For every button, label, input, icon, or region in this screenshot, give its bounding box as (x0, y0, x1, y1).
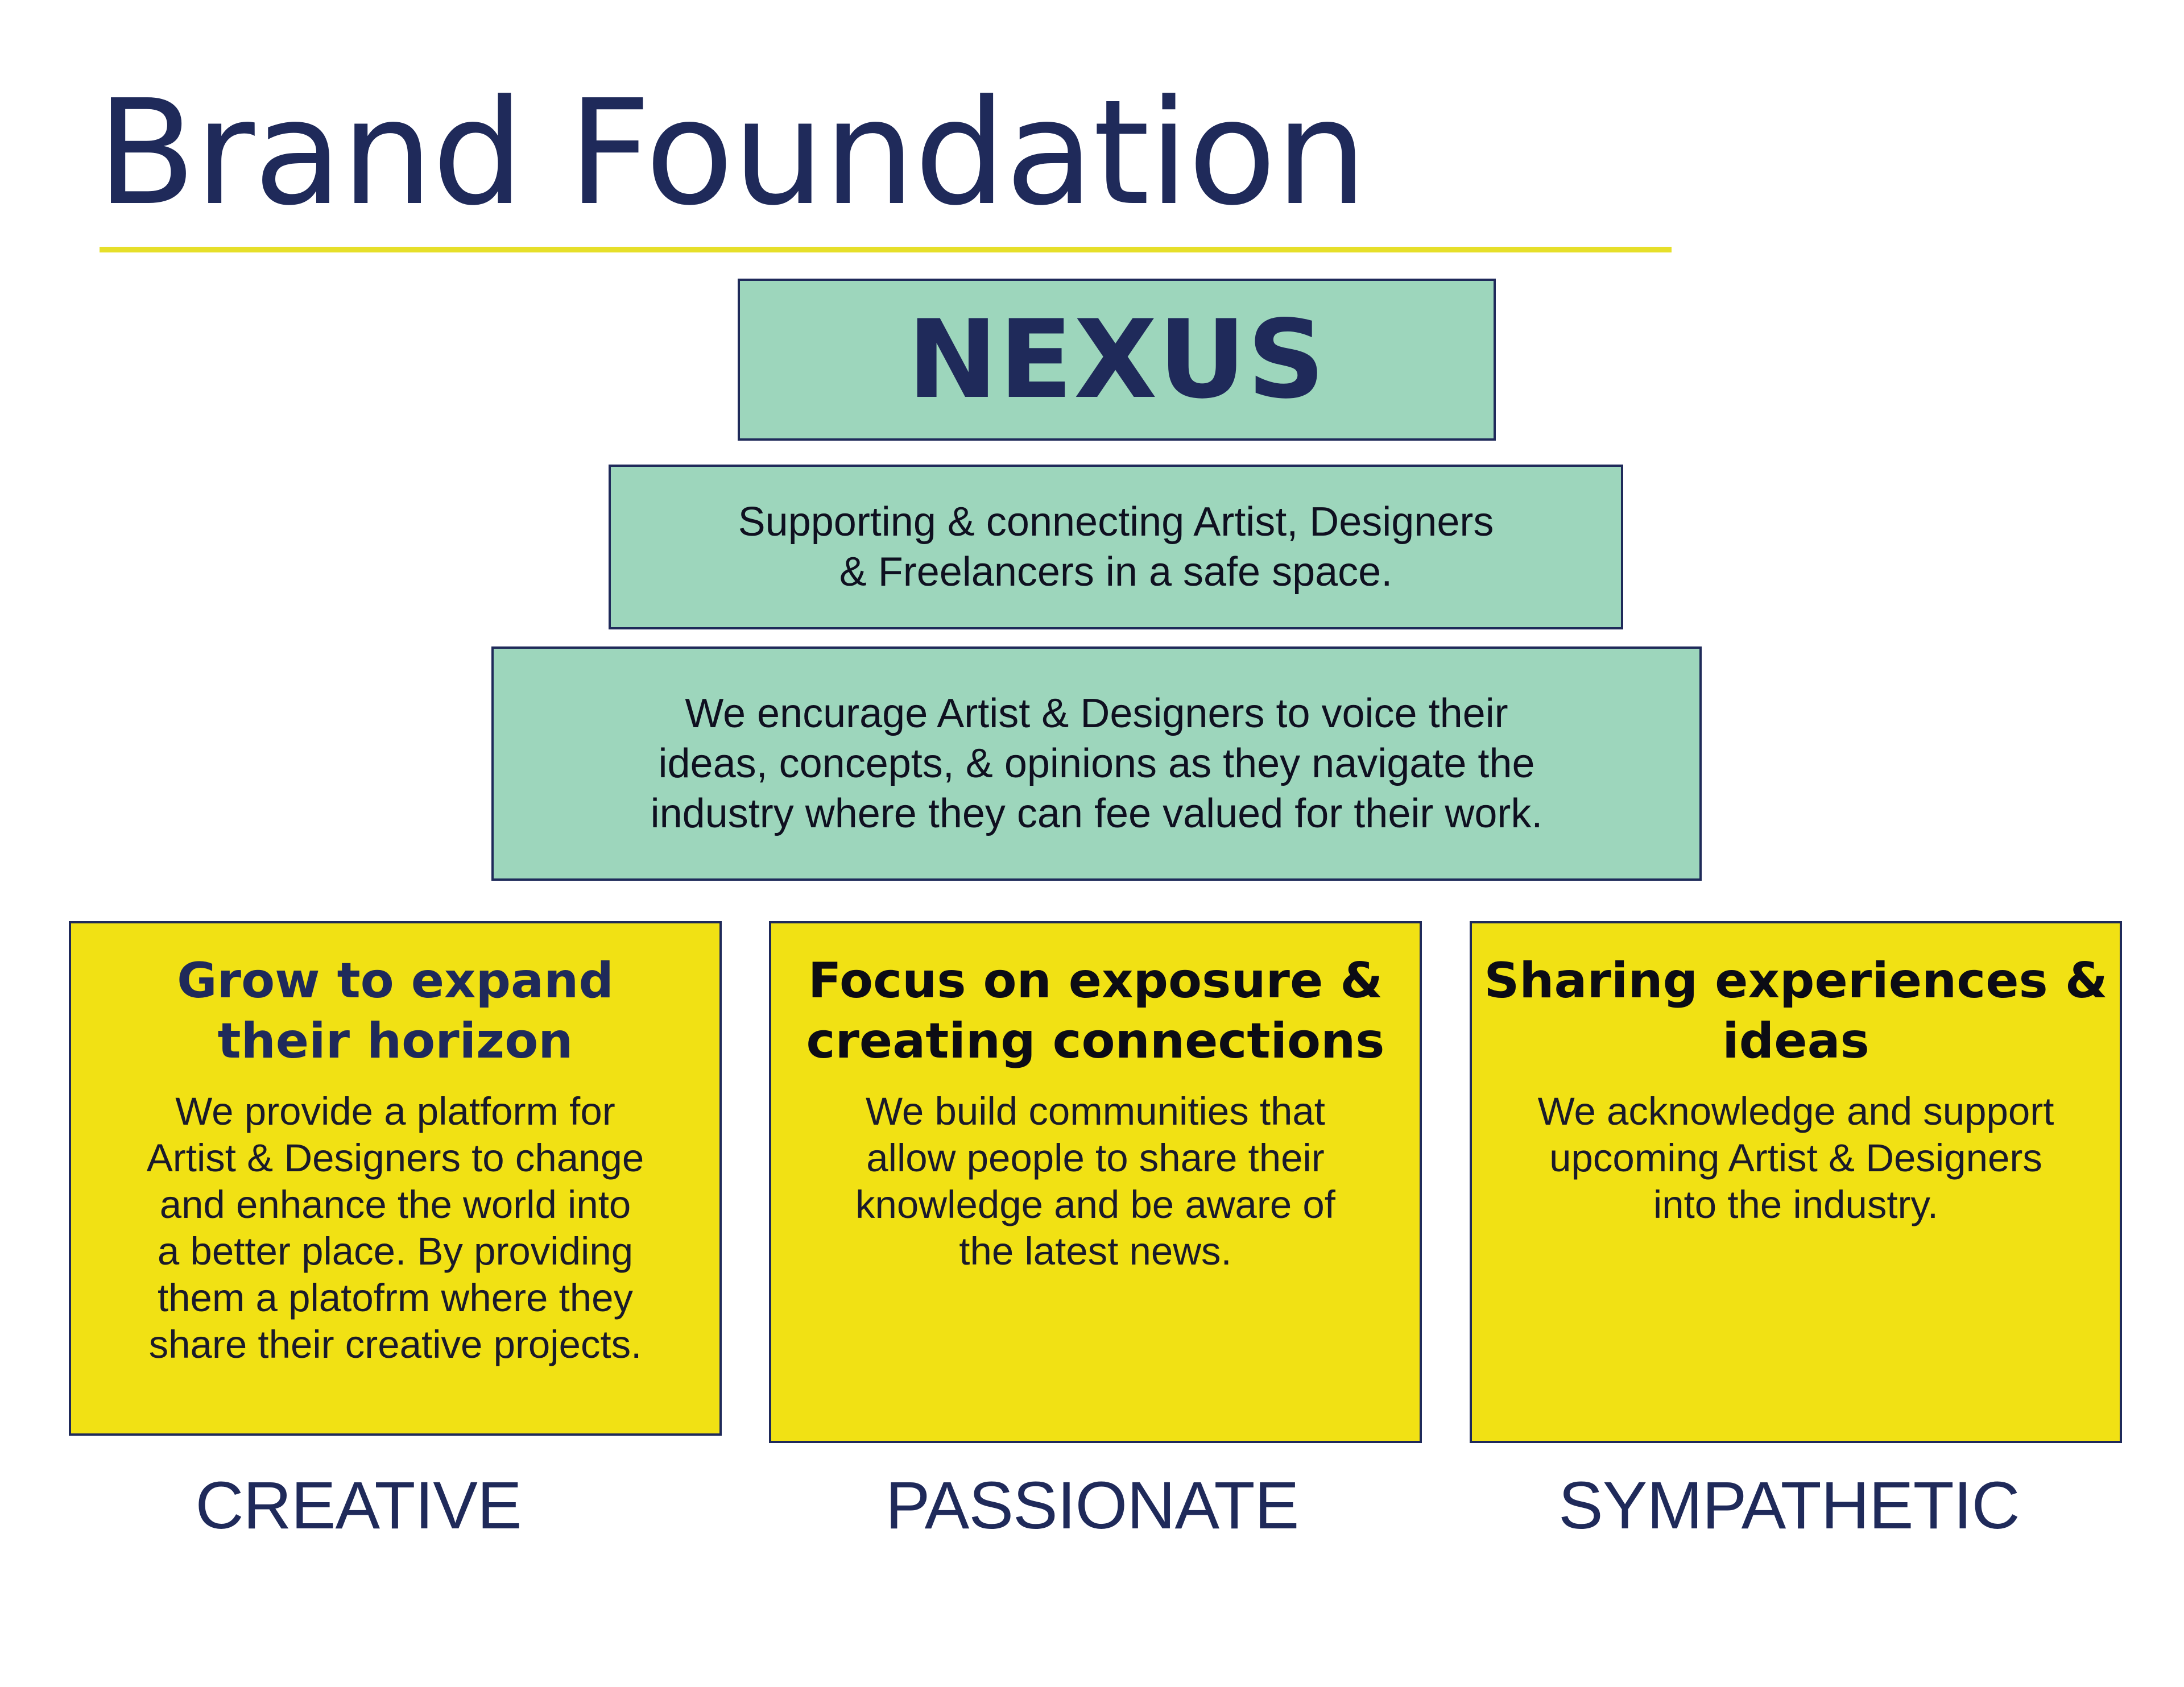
pillar-card-sympathetic: Sharing experiences & ideas We acknowled… (1470, 921, 2122, 1443)
title-underline (100, 247, 1672, 252)
vision-box: We encurage Artist & Designers to voice … (491, 646, 1702, 881)
pillar-description: We acknowledge and support upcoming Arti… (1537, 1089, 2054, 1226)
page-title: Brand Foundation (97, 69, 1367, 238)
pillar-description: We provide a platform for Artist & Desig… (146, 1089, 644, 1366)
pillar-heading: Focus on exposure & creating connections (806, 952, 1385, 1070)
vision-text: We encurage Artist & Designers to voice … (650, 691, 1543, 836)
mission-box: Supporting & connecting Artist, Designer… (609, 465, 1623, 629)
trait-label-sympathetic: SYMPATHETIC (1558, 1468, 2020, 1543)
pillar-heading: Grow to expand their horizon (177, 952, 614, 1070)
brand-name: NEXUS (907, 296, 1326, 422)
trait-label-creative: CREATIVE (195, 1468, 522, 1543)
pillar-heading: Sharing experiences & ideas (1484, 952, 2108, 1070)
pillar-card-creative: Grow to expand their horizon We provide … (69, 921, 722, 1436)
trait-label-passionate: PASSIONATE (885, 1468, 1300, 1543)
mission-text: Supporting & connecting Artist, Designer… (738, 499, 1494, 595)
pillar-card-passionate: Focus on exposure & creating connections… (769, 921, 1422, 1443)
brand-name-box: NEXUS (738, 279, 1496, 441)
pillar-description: We build communities that allow people t… (855, 1089, 1335, 1273)
